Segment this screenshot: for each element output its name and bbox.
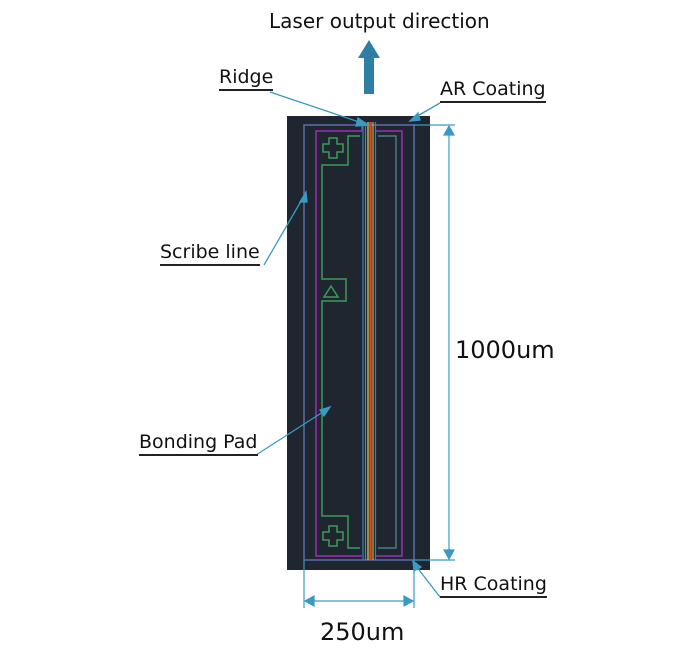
triangle-mark-icon — [322, 284, 340, 298]
ridge-pad-outline — [378, 135, 397, 549]
chip-body — [287, 116, 430, 570]
laser-output-arrow-icon — [358, 40, 380, 94]
ridge-label: Ridge — [219, 68, 274, 91]
laser-output-direction-title: Laser output direction — [269, 9, 490, 33]
ar-coating-label: AR Coating — [440, 80, 546, 103]
hr-coating-label: HR Coating — [440, 575, 547, 598]
leader-lines — [255, 91, 441, 598]
ridge-waveguide — [362, 122, 377, 560]
metal-outline-right — [376, 130, 403, 557]
bonding-pad-label: Bonding Pad — [139, 433, 258, 456]
width-dimension — [303, 560, 415, 608]
width-dimension-label: 250um — [320, 618, 405, 646]
bonding-pad-outline — [321, 135, 360, 549]
alignment-cross-bottom-icon — [322, 525, 344, 547]
scribe-line-label: Scribe line — [160, 243, 260, 266]
length-dimension — [414, 124, 456, 561]
alignment-cross-top-icon — [322, 137, 344, 159]
length-dimension-label: 1000um — [455, 336, 555, 364]
